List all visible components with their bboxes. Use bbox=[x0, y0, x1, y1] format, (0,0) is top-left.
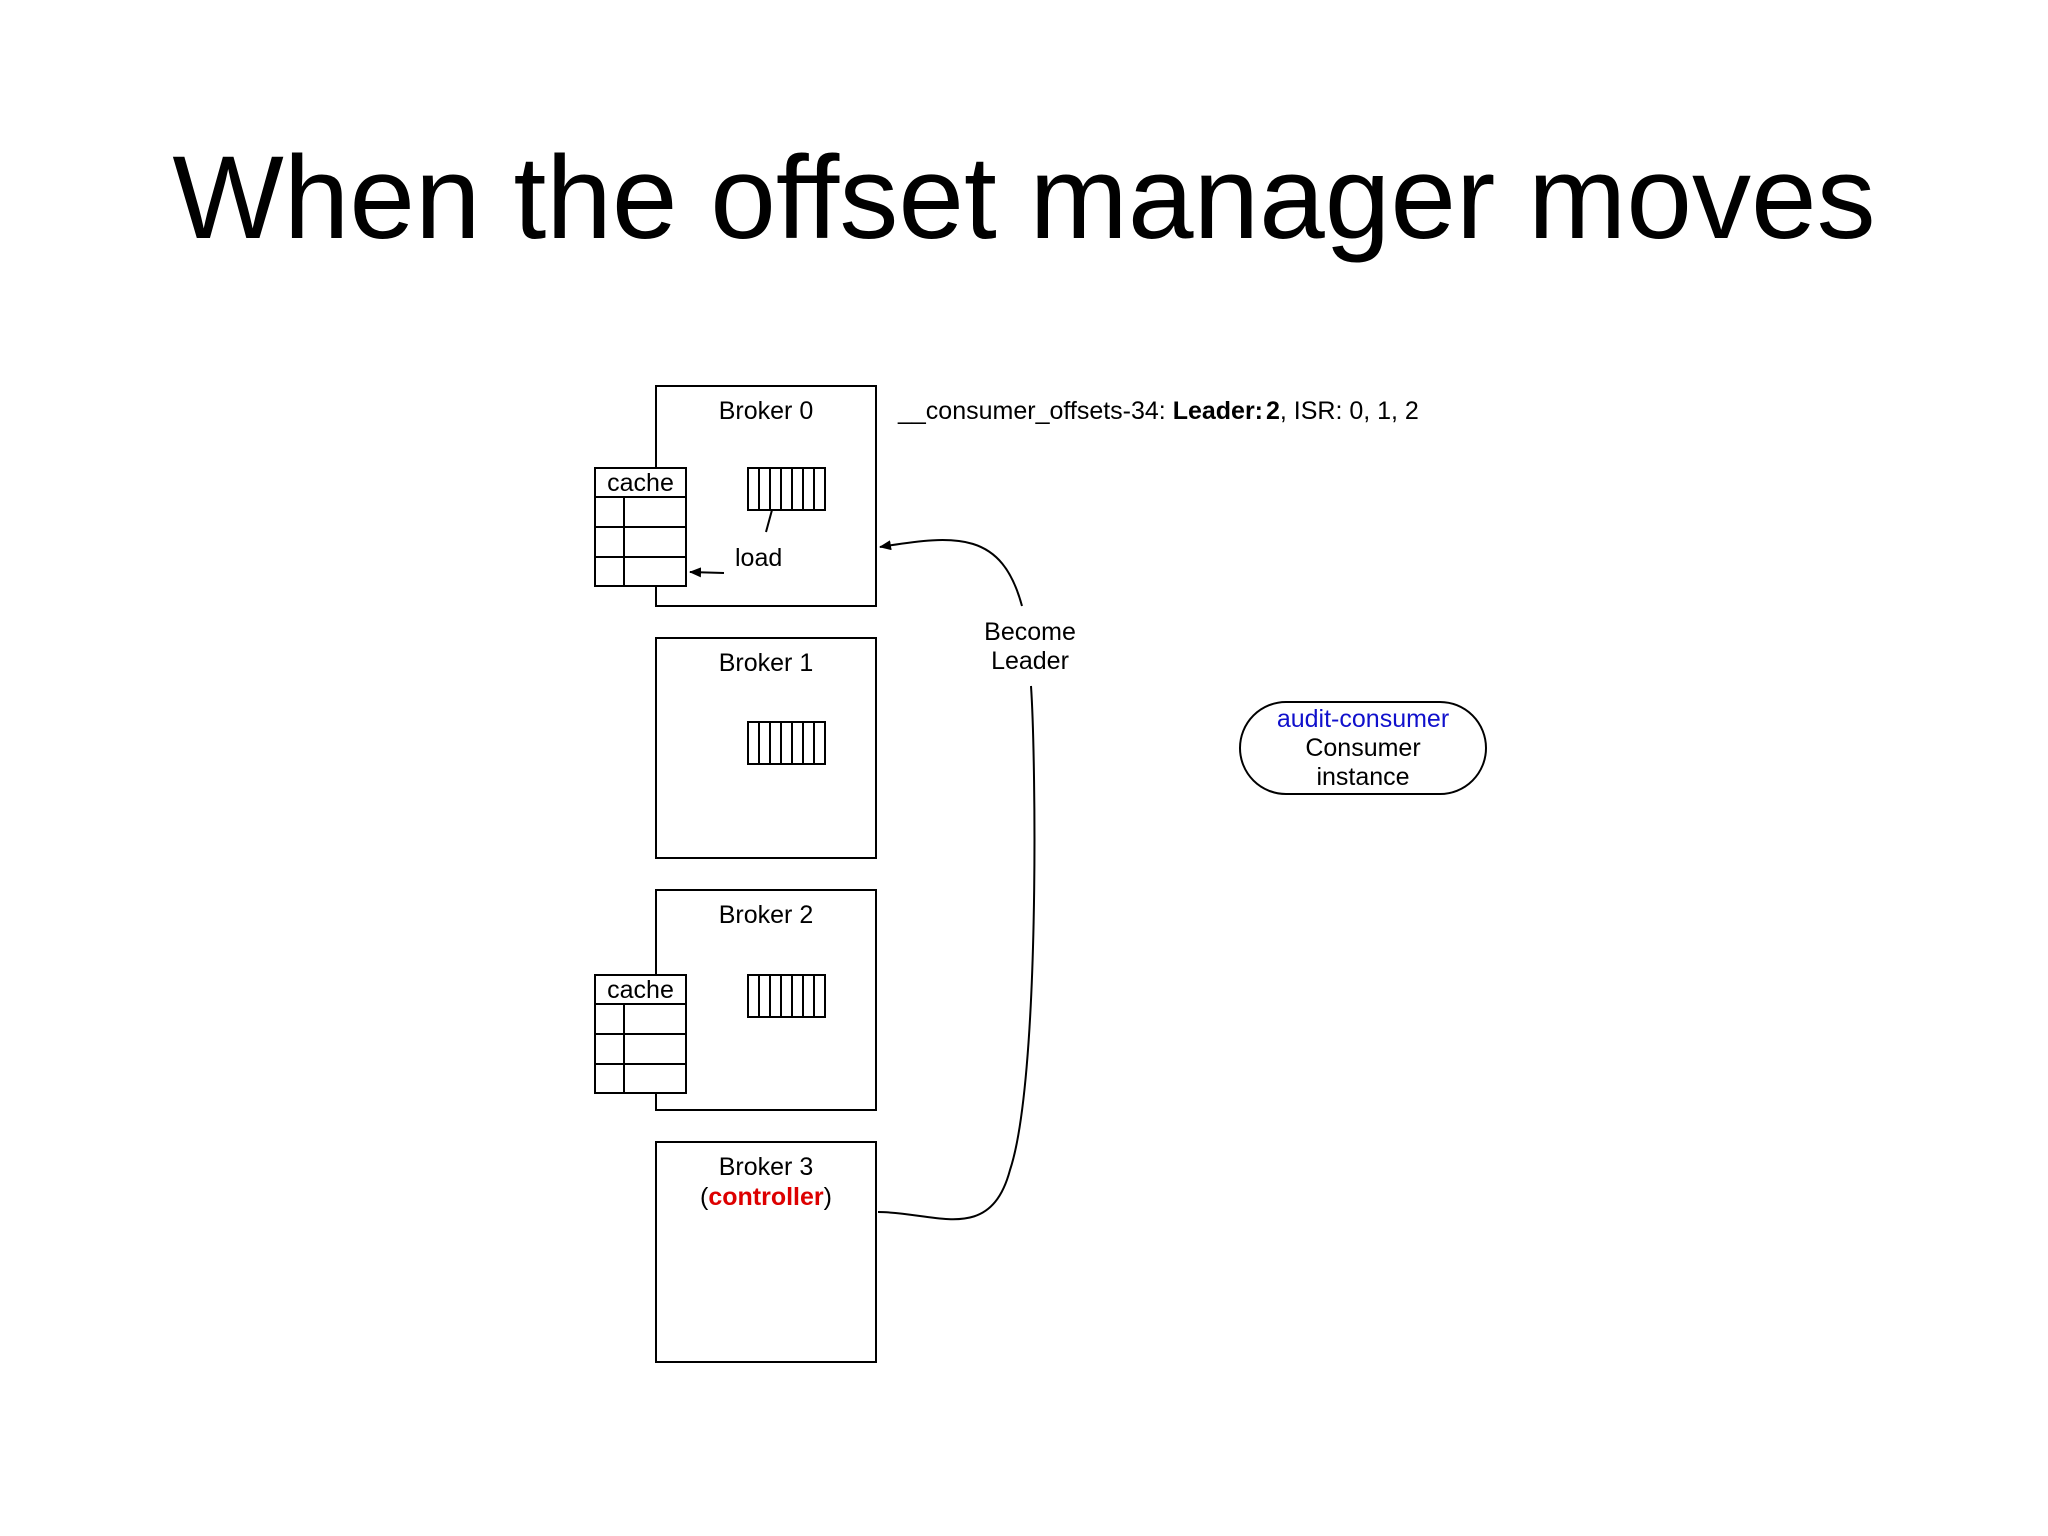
isr-text: , ISR: 0, 1, 2 bbox=[1279, 397, 1419, 425]
partition-log-icon bbox=[747, 721, 826, 765]
partition-topic: __consumer_offsets-34: bbox=[898, 397, 1166, 425]
become-leader-label-line2: Leader bbox=[991, 647, 1069, 675]
consumer-line2: instance bbox=[1316, 763, 1410, 791]
consumer-line1: Consumer bbox=[1305, 734, 1421, 762]
role-close-paren: ) bbox=[823, 1183, 832, 1211]
leader-label: Leader: bbox=[1172, 397, 1264, 425]
become-leader-curve-bottom bbox=[877, 685, 1036, 1221]
partition-info: __consumer_offsets-34: Leader: 2, ISR: 0… bbox=[898, 396, 1419, 426]
cache-label: cache bbox=[607, 469, 674, 497]
broker-1-box[interactable] bbox=[655, 637, 877, 859]
slide-title: When the offset manager moves bbox=[172, 132, 1876, 264]
cache-table bbox=[594, 467, 687, 587]
controller-label: controller bbox=[708, 1183, 824, 1211]
cache-label: cache bbox=[607, 976, 674, 1004]
partition-log-icon bbox=[747, 974, 826, 1018]
role-open-paren: ( bbox=[700, 1183, 709, 1211]
broker-3-label: Broker 3 bbox=[718, 1153, 814, 1181]
broker-3-box[interactable] bbox=[655, 1141, 877, 1363]
load-connector-line bbox=[765, 509, 773, 533]
broker-1-label: Broker 1 bbox=[718, 649, 814, 677]
consumer-group-name: audit-consumer bbox=[1276, 705, 1450, 733]
broker-0-label: Broker 0 bbox=[718, 397, 814, 425]
load-label: load bbox=[735, 544, 783, 572]
become-leader-label-line1: Become bbox=[984, 618, 1076, 646]
leader-value: 2 bbox=[1265, 397, 1280, 425]
broker-2-label: Broker 2 bbox=[718, 901, 814, 929]
cache-table bbox=[594, 974, 687, 1094]
consumer-instance-pill[interactable] bbox=[1239, 701, 1487, 795]
broker-2-box[interactable] bbox=[655, 889, 877, 1111]
become-leader-curve-top bbox=[879, 539, 1023, 607]
broker-3-role: (controller) bbox=[656, 1182, 876, 1212]
load-arrow bbox=[689, 567, 725, 578]
partition-log-icon bbox=[747, 467, 826, 511]
